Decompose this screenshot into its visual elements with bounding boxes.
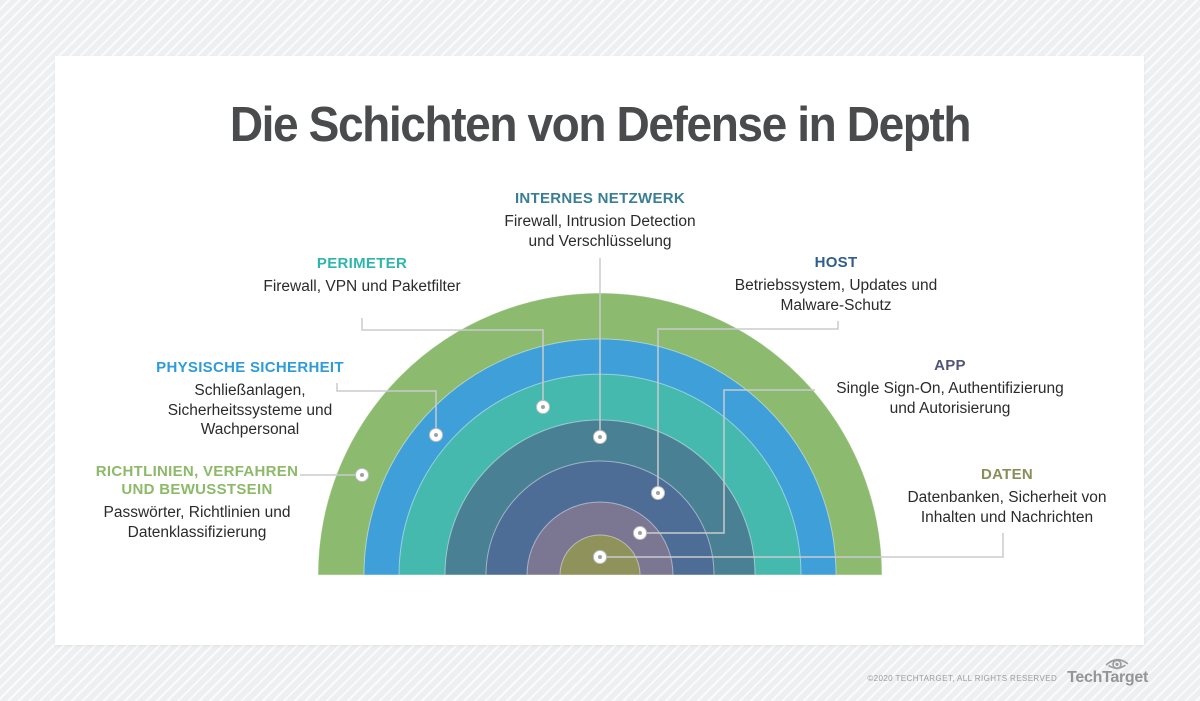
layer-heading-line: RICHTLINIEN, VERFAHREN xyxy=(95,463,299,480)
layer-label-physische-sicherheit: PHYSISCHE SICHERHEIT Schließanlagen, Siche… xyxy=(156,359,344,440)
techtarget-logo: TechTarget xyxy=(1067,656,1148,687)
layer-description-line: und Verschlüsselung xyxy=(528,232,672,250)
layer-label-perimeter: PERIMETER Firewall, VPN und Paketfilter xyxy=(263,255,460,297)
layer-heading-line: PERIMETER xyxy=(316,255,408,272)
layer-description-perimeter: Firewall, VPN und Paketfilter xyxy=(263,277,460,297)
layer-description-line: Sicherheitssysteme und xyxy=(167,401,333,419)
layer-description-internes-netzwerk: Firewall, Intrusion Detection und Verschl… xyxy=(504,212,695,251)
layer-description-line: Datenklassifizierung xyxy=(127,523,267,541)
layer-description-line: Betriebssystem, Updates und xyxy=(734,277,938,294)
layer-description-line: Single Sign-On, Authentifizierung xyxy=(836,380,1064,397)
copyright-text: ©2020 TECHTARGET, ALL RIGHTS RESERVED xyxy=(867,674,1058,683)
layer-heading-daten: DATEN xyxy=(907,466,1106,484)
layer-heading-physische-sicherheit: PHYSISCHE SICHERHEIT xyxy=(156,359,344,377)
layer-description-line: Firewall, Intrusion Detection xyxy=(504,213,696,230)
layer-description-line: Passwörter, Richtlinien und xyxy=(103,504,291,521)
layer-heading-perimeter: PERIMETER xyxy=(263,255,460,273)
layer-heading-internes-netzwerk: INTERNES NETZWERK xyxy=(504,190,695,208)
eye-icon xyxy=(1105,658,1129,670)
layer-description-line: Malware-Schutz xyxy=(780,296,892,314)
layer-heading-host: HOST xyxy=(735,254,937,272)
layer-description-line: Schließanlagen, xyxy=(194,382,306,399)
layer-description-line: Firewall, VPN und Paketfilter xyxy=(263,278,461,295)
layer-heading-line: HOST xyxy=(814,254,858,271)
layer-description-line: Inhalten und Nachrichten xyxy=(920,508,1094,526)
layer-heading-line: INTERNES NETZWERK xyxy=(514,190,686,207)
layer-description-line: und Autorisierung xyxy=(889,399,1011,417)
footer: ©2020 TECHTARGET, ALL RIGHTS RESERVED Te… xyxy=(867,656,1148,687)
layer-description-line: Datenbanken, Sicherheit von xyxy=(907,489,1107,506)
layer-heading-line: APP xyxy=(934,357,966,374)
layer-description-app: Single Sign-On, Authentifizierung und Aut… xyxy=(836,379,1063,418)
layer-heading-app: APP xyxy=(836,357,1063,375)
layer-description-line: Wachpersonal xyxy=(200,421,300,438)
layer-heading-line: DATEN xyxy=(980,466,1034,483)
layer-heading-line: PHYSISCHE SICHERHEIT xyxy=(156,359,344,376)
page-title: Die Schichten von Defense in Depth xyxy=(229,98,972,152)
brand-name: TechTarget xyxy=(1067,669,1148,686)
layer-heading-line: UND BEWUSSTSEIN xyxy=(121,481,273,498)
layer-label-internes-netzwerk: INTERNES NETZWERK Firewall, Intrusion Det… xyxy=(504,190,695,251)
layer-label-app: APP Single Sign-On, Authentifizierung und … xyxy=(836,357,1063,418)
